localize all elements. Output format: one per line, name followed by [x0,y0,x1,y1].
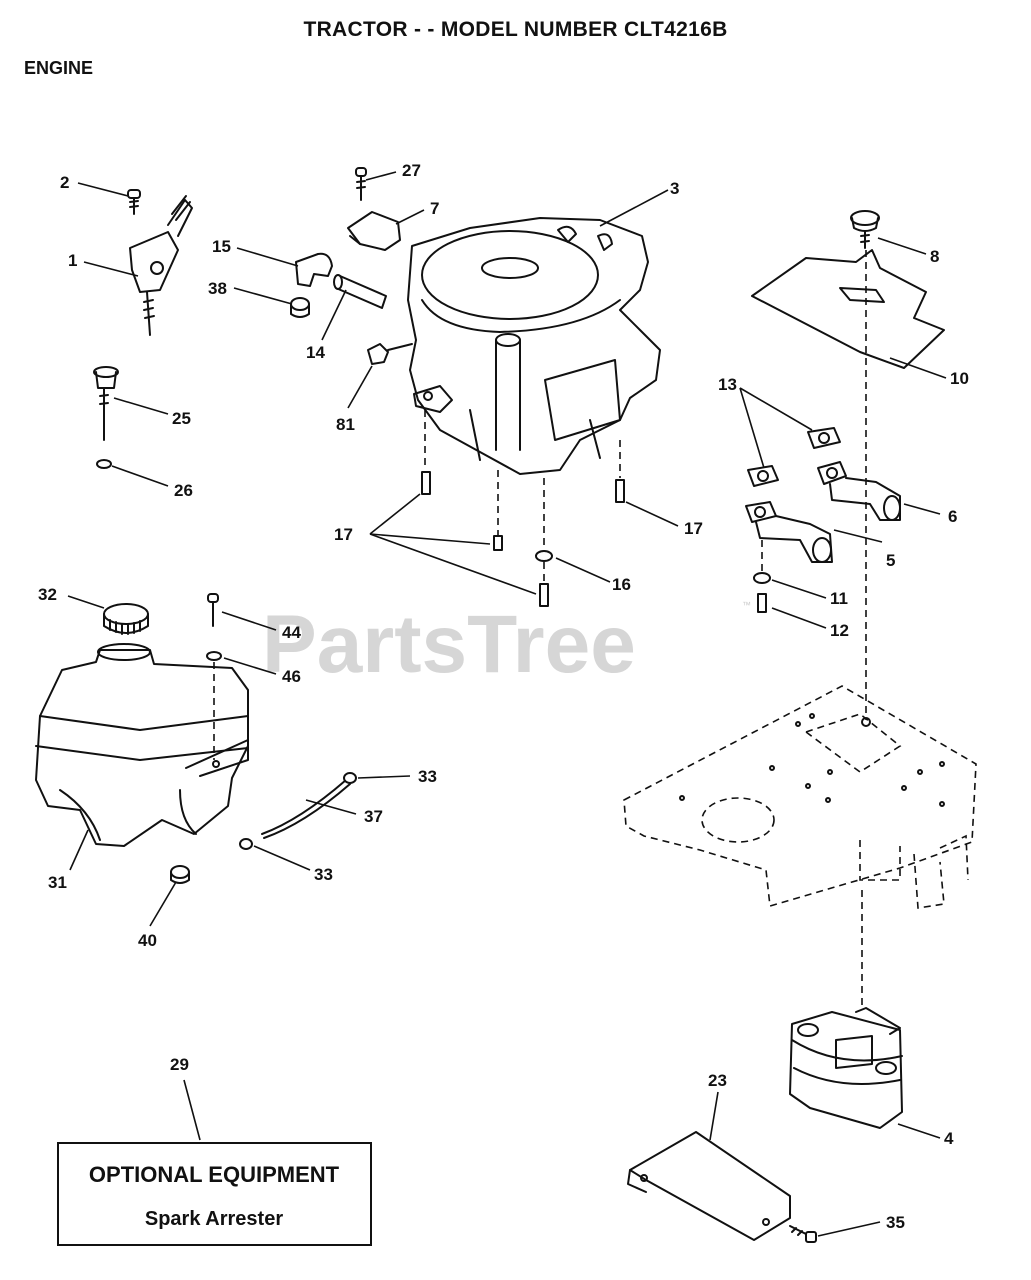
leader-lines [67,171,947,1237]
callout-27: 27 [402,161,421,180]
callout-81: 81 [336,415,355,434]
callout-37: 37 [364,807,383,826]
callout-13: 13 [718,375,737,394]
callout-6: 6 [948,507,957,526]
optional-equipment-heading: OPTIONAL EQUIPMENT [89,1162,340,1187]
callout-31: 31 [48,873,67,892]
fitting-81-part [367,343,413,365]
callout-5: 5 [886,551,895,570]
screw-35-part [789,1225,817,1243]
callout-2: 2 [60,173,69,192]
bushing-40-part [170,865,190,884]
screw-2-part [127,189,141,215]
elbow-15-part [290,252,387,318]
spark-arrester-label: Spark Arrester [145,1208,283,1230]
knob-8-part [850,210,880,249]
exhaust-pipe-6-part [817,461,901,521]
callout-14: 14 [306,343,325,362]
callout-10: 10 [950,369,969,388]
callout-26: 26 [174,481,193,500]
throttle-control-part [129,195,193,336]
callout-25: 25 [172,409,191,428]
callout-7: 7 [430,199,439,218]
callout-46: 46 [282,667,301,686]
callout-4: 4 [944,1129,954,1148]
callout-1: 1 [68,251,77,270]
callout-12: 12 [830,621,849,640]
callout-11: 11 [830,589,848,608]
callout-3: 3 [670,179,679,198]
callout-23: 23 [708,1071,727,1090]
section-label: ENGINE [24,58,94,78]
chassis-frame [623,685,977,909]
svg-text:™: ™ [742,600,751,610]
callout-32: 32 [38,585,57,604]
dipstick-25-part [93,366,119,469]
callout-16: 16 [612,575,631,594]
callout-38: 38 [208,279,227,298]
exhaust-pipe-5-part [745,501,833,613]
fuel-tank-31-part [35,643,249,847]
muffler-4-part [789,1007,903,1129]
callout-40: 40 [138,931,157,950]
callout-17-left: 17 [334,525,353,544]
engine-3-part [407,217,661,475]
diagram-title: TRACTOR - - MODEL NUMBER CLT4216B [303,18,728,41]
callout-17-right: 17 [684,519,703,538]
plate-10-part [751,249,945,369]
callout-44: 44 [282,623,301,642]
callout-29: 29 [170,1055,189,1074]
callout-labels: 2 1 3 4 5 6 7 8 10 11 12 13 14 15 16 17 … [38,161,969,1232]
clamp-7-part [347,167,401,251]
callout-35: 35 [886,1213,905,1232]
optional-equipment-box: OPTIONAL EQUIPMENT Spark Arrester [57,1142,372,1246]
fuel-line-37-part [239,772,357,850]
mount-bolts [421,410,625,607]
screw-44-part [206,593,222,760]
watermark: PartsTree [262,599,636,690]
shield-23-part [627,1131,791,1241]
callout-33-upper: 33 [418,767,437,786]
callout-8: 8 [930,247,939,266]
fuel-cap-32-part [103,603,149,635]
callout-33-lower: 33 [314,865,333,884]
callout-15: 15 [212,237,231,256]
